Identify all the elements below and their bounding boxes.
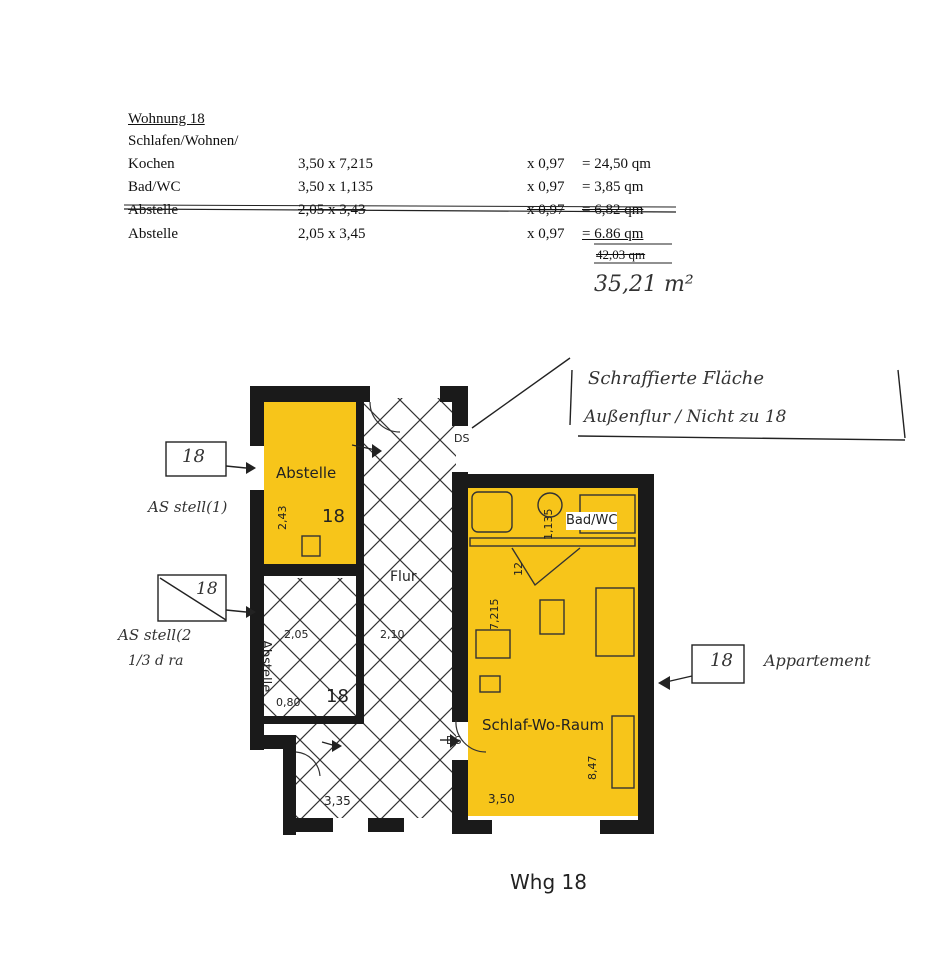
furniture (301, 491, 636, 789)
box-18-a: 18 (182, 446, 205, 467)
row-1-name: Bad/WC (128, 179, 181, 195)
doors (295, 401, 487, 777)
row-3-name: Abstelle (128, 226, 178, 242)
room-label-abstelle-top: Abstelle (276, 464, 337, 482)
row-0-factor: x 0,97 (527, 156, 565, 172)
room-number-abstelle-top: 18 (322, 506, 345, 527)
room-label-bad: Bad/WC (566, 512, 618, 530)
row-0-name: Kochen (128, 156, 175, 172)
row-0-result: = 24,50 qm (582, 156, 651, 172)
walls (250, 386, 654, 835)
row-3-result: = 6.86 qm (582, 226, 644, 242)
row-1-result: = 3,85 qm (582, 179, 644, 195)
arrow-heads (246, 444, 670, 752)
dim-ds-bottom: DS (446, 734, 462, 747)
room-number-abstelle-bottom: 18 (326, 686, 349, 707)
abstelle-top-fill (264, 402, 356, 564)
row-1-factor: x 0,97 (527, 179, 565, 195)
box-18-c: 18 (710, 650, 733, 671)
label-abstell-2-fraction: 1/3 d ra (128, 653, 184, 669)
dim-ds-top: DS (454, 432, 470, 445)
annotation-strokes (157, 357, 906, 747)
label-abstell-1: AS stell(1) (148, 498, 228, 516)
note-line-1: Schraffierte Fläche (588, 368, 765, 389)
lower-hatch (296, 720, 360, 818)
room-label-flur: Flur (390, 569, 417, 585)
room-label-abstelle-bottom: Abstelle (258, 640, 273, 693)
plan-caption: Whg 18 (510, 870, 587, 894)
row-0-dims: 3,50 x 7,215 (298, 156, 373, 172)
dim-350: 3,50 (488, 792, 515, 806)
dim-7215: 7,215 (488, 598, 501, 631)
dim-210: 2,10 (380, 628, 405, 641)
row-1-dims: 3,50 x 1,135 (298, 179, 373, 195)
corridor-hatch (360, 398, 456, 818)
dim-847: 8,47 (586, 755, 599, 781)
apartment-title: Wohnung 18 (128, 111, 205, 127)
box-18-b: 18 (196, 579, 218, 599)
row-3-dims: 2,05 x 3,45 (298, 226, 366, 242)
dim-205: 2,05 (284, 628, 309, 641)
dim-080: 0,80 (276, 696, 301, 709)
room-subtitle: Schlafen/Wohnen/ (128, 133, 239, 149)
row-2-result: = 6,82 qm (582, 202, 644, 218)
abstelle-bottom-hatch (264, 578, 356, 718)
dim-335: 3,35 (324, 794, 351, 808)
row-2-name: Abstelle (128, 202, 178, 218)
row-3-factor: x 0,97 (527, 226, 565, 242)
dim-243: 2,43 (276, 505, 289, 531)
room-label-main: Schlaf-Wo-Raum (482, 716, 605, 734)
dim-12: 12 (512, 562, 525, 576)
note-line-2: Außenflur / Nicht zu 18 (584, 407, 787, 427)
dim-1135: 1,135 (542, 508, 555, 541)
label-appartement: Appartement (764, 651, 871, 670)
label-abstell-2: AS stell(2 (118, 626, 192, 644)
total-struck: 42,03 qm (596, 247, 646, 262)
total-handwritten: 35,21 m² (594, 272, 694, 297)
